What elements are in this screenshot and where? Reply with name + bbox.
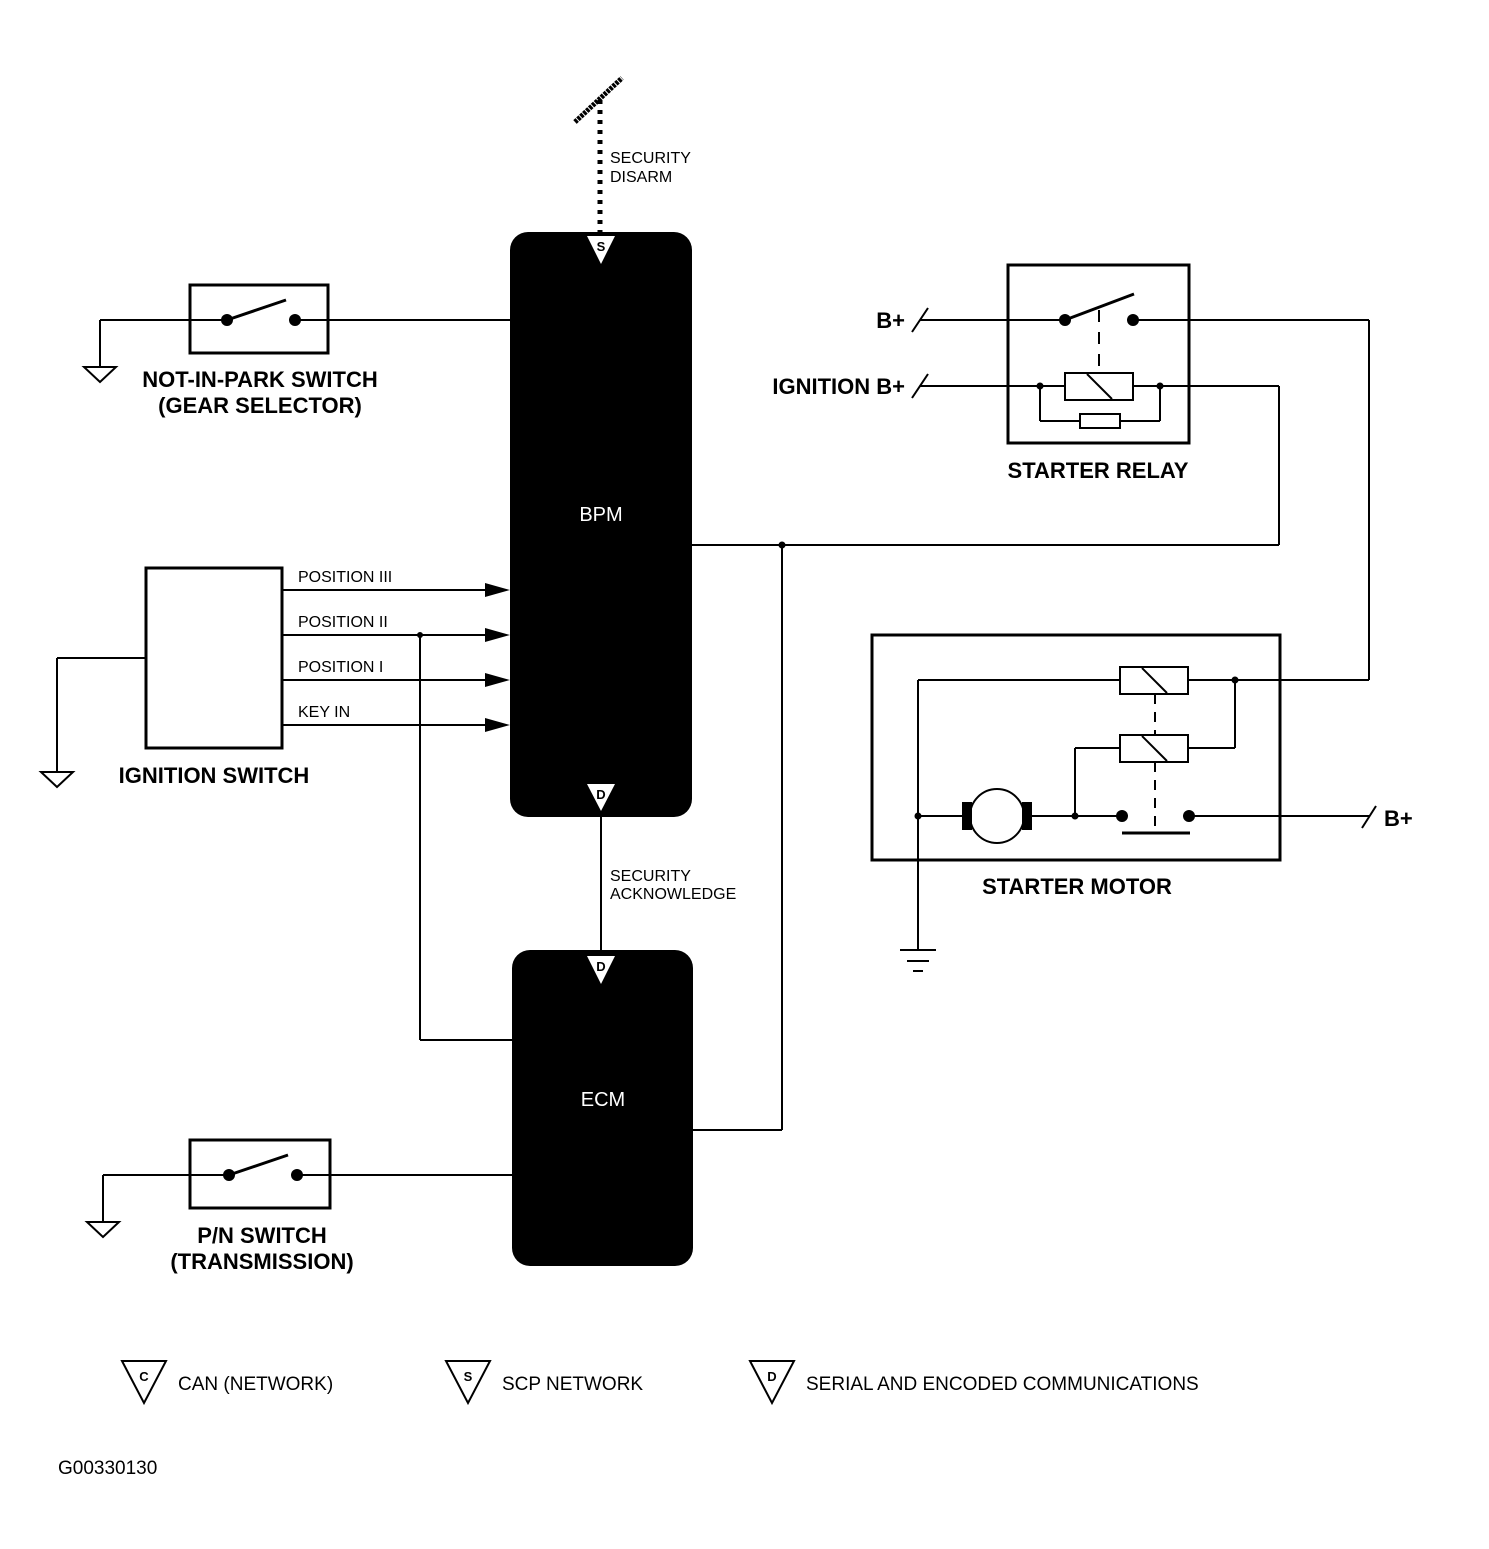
- ignition-switch-label: IGNITION SWITCH: [119, 763, 310, 788]
- position-1-label: POSITION I: [298, 659, 383, 676]
- position-3-label: POSITION III: [298, 569, 392, 586]
- ignition-switch: [144, 566, 284, 750]
- relay-control-wire: [692, 385, 1280, 1131]
- ignition-output-wires: [282, 583, 512, 1041]
- ground-icon: [84, 1221, 122, 1239]
- svg-text:SERIAL AND ENCODED COMMUNICATI: SERIAL AND ENCODED COMMUNICATIONS: [806, 1374, 1199, 1395]
- ecm-module: [512, 950, 693, 1266]
- starter-relay-label: STARTER RELAY: [1008, 458, 1189, 483]
- security-ack-label-2: ACKNOWLEDGE: [610, 886, 736, 903]
- ground-icon: [81, 366, 119, 384]
- pn-switch-label-1: P/N SWITCH: [197, 1223, 327, 1248]
- legend-item-serial: D SERIAL AND ENCODED COMMUNICATIONS: [748, 1360, 1199, 1406]
- figure-id: G00330130: [58, 1458, 157, 1479]
- svg-text:C: C: [139, 1369, 149, 1384]
- svg-text:SCP NETWORK: SCP NETWORK: [502, 1374, 643, 1395]
- bpm-label: BPM: [579, 504, 622, 526]
- key-in-label: KEY IN: [298, 704, 350, 721]
- security-ack-label-1: SECURITY: [610, 868, 691, 885]
- not-in-park-label-1: NOT-IN-PARK SWITCH: [142, 367, 377, 392]
- security-disarm-label-2: DISARM: [610, 169, 672, 186]
- not-in-park-switch: [99, 283, 512, 367]
- starter-relay: [920, 263, 1370, 680]
- not-in-park-label-2: (GEAR SELECTOR): [158, 393, 362, 418]
- svg-text:CAN (NETWORK): CAN (NETWORK): [178, 1374, 333, 1395]
- starter-motor: [870, 633, 1377, 950]
- bpm-module: [510, 232, 692, 817]
- chassis-ground-icon: [900, 949, 936, 972]
- motor-b-plus-label: B+: [1384, 806, 1413, 831]
- starter-motor-label: STARTER MOTOR: [982, 874, 1172, 899]
- bpm-scp-port-icon: S: [587, 236, 615, 264]
- relay-b-plus-label: B+: [876, 308, 905, 333]
- ignition-b-plus-break-icon: [911, 373, 929, 399]
- ignition-b-plus-label: IGNITION B+: [772, 374, 905, 399]
- b-plus-break-icon: [911, 307, 929, 333]
- legend-item-scp: S SCP NETWORK: [444, 1360, 643, 1406]
- security-disarm-antenna: [573, 76, 624, 240]
- svg-text:S: S: [464, 1369, 473, 1384]
- svg-text:D: D: [767, 1369, 776, 1384]
- legend: C CAN (NETWORK) S SCP NETWORK D SERIAL A…: [120, 1360, 1199, 1406]
- svg-text:S: S: [597, 239, 606, 254]
- pn-switch-label-2: (TRANSMISSION): [170, 1249, 353, 1274]
- svg-text:D: D: [596, 959, 605, 974]
- legend-item-can: C CAN (NETWORK): [120, 1360, 333, 1406]
- ground-icon: [38, 771, 76, 789]
- pn-switch: [102, 1138, 512, 1222]
- ecm-serial-port-icon: D: [587, 956, 615, 984]
- security-disarm-label-1: SECURITY: [610, 150, 691, 167]
- svg-text:D: D: [596, 787, 605, 802]
- ecm-label: ECM: [581, 1089, 625, 1111]
- bpm-serial-port-icon: D: [587, 784, 615, 811]
- position-2-label: POSITION II: [298, 614, 388, 631]
